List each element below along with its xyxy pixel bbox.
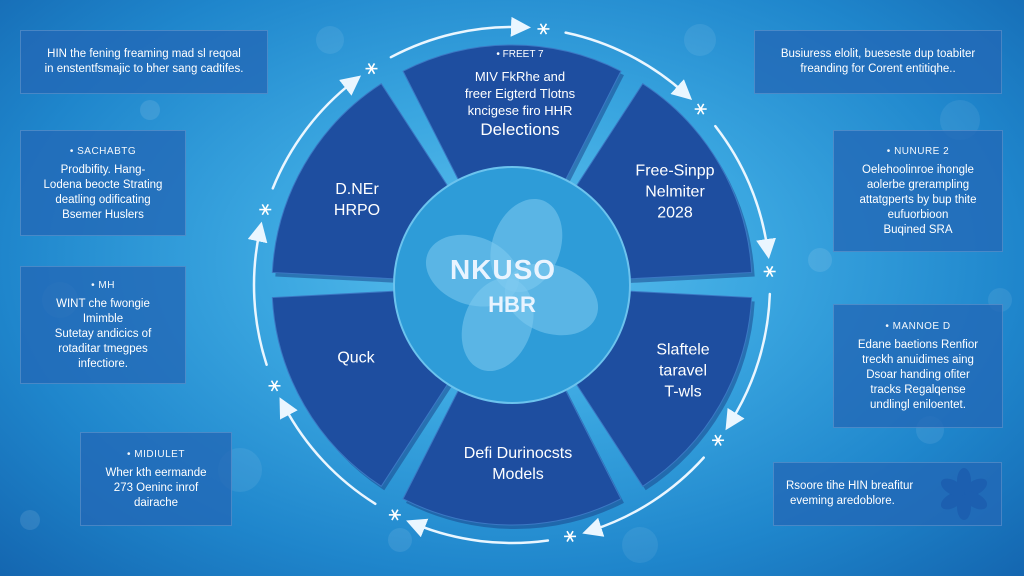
left-box-line: Prodbifity. Hang-	[60, 163, 146, 176]
left-box-line: dairache	[133, 497, 179, 509]
flower-petal	[425, 234, 520, 307]
segment-top-headline: Delections	[480, 120, 560, 139]
small-snowflake-icon	[365, 63, 378, 75]
segment-upper-right-label: Free-Sinpp Nelmiter 2028	[635, 161, 714, 224]
small-snowflake-icon	[268, 380, 281, 392]
right-box-title: • NUNURE 2	[886, 146, 950, 157]
right-box-line: attatgperts by bup thite	[859, 194, 977, 206]
cycle-arrow	[406, 518, 550, 545]
center-title: NKUSO	[449, 254, 557, 285]
segment-lower-right-line: T-wls	[664, 383, 702, 401]
segment-lower-left-line: Quck	[337, 349, 375, 367]
left-box-line: HIN the fening freaming mad sl reqoal	[47, 48, 241, 60]
left-info-box-4: • MIDIULET Wher kth eermande 273 Oeninc …	[80, 432, 232, 526]
snowflake-icons	[259, 23, 776, 542]
left-box-line: deatling odificating	[55, 193, 151, 206]
segment-lower-right-label: Slaftele taravel T-wls	[656, 340, 709, 403]
cycle-arrow	[582, 456, 705, 537]
small-snowflake-icon	[694, 103, 707, 115]
center-subtitle: HBR	[488, 292, 536, 317]
right-box-line: eveming aredoblore.	[790, 495, 895, 507]
right-info-box-1: Busiuress elolit, bueseste dup toabiter …	[754, 30, 1002, 94]
small-snowflake-icon	[763, 265, 776, 278]
left-info-box-3: • MH WINT che fwongie Imimble Sutetay an…	[20, 266, 186, 384]
right-box-line: Busiuress elolit, bueseste dup toabiter	[780, 48, 976, 60]
left-box-line: Imimble	[82, 313, 124, 325]
snowflake-stroke	[765, 265, 774, 278]
left-box-line: Bsemer Huslers	[62, 208, 144, 221]
segment-lower-right-line: Slaftele	[656, 341, 710, 359]
cycle-arrow	[389, 16, 531, 59]
small-snowflake-icon	[388, 509, 401, 521]
snowflake-stroke	[391, 509, 399, 521]
segment-upper-left-label: D.NEr HRPO	[334, 179, 380, 221]
left-info-box-1: HIN the fening freaming mad sl reqoal in…	[20, 30, 268, 94]
outer-cycle-ring	[247, 16, 776, 545]
cycle-arrow	[247, 221, 268, 366]
segment-upper-left-line: HRPO	[333, 202, 381, 219]
cycle-arrow	[271, 75, 362, 190]
snowflake-stroke	[714, 434, 722, 446]
snowflake-icon	[940, 468, 988, 520]
left-box-line: Lodena beocte Strating	[43, 178, 163, 191]
segment-bottom-label: Defi Durinocsts Models	[464, 443, 572, 485]
right-box-title: • MANNOE D	[885, 321, 951, 332]
segment-upper-right-line: Nelmiter	[645, 183, 705, 201]
segment-top-label: • FREET 7 MIV FkRhe and freer Eigterd Tl…	[465, 49, 575, 141]
small-snowflake-icon	[537, 23, 550, 35]
left-box-line: Sutetay andicics of	[54, 328, 152, 340]
segment-upper-left-line: D.NEr	[335, 181, 379, 198]
small-snowflake-icon	[712, 434, 725, 446]
snowflake-stroke	[566, 530, 574, 542]
segment-lower-left-label: Quck	[337, 348, 374, 369]
segment-top-line: MIV FkRhe and	[474, 69, 566, 84]
right-box-line: Edane baetions Renfior	[857, 339, 979, 351]
right-box-line: treckh anuidimes aing	[862, 354, 974, 366]
segment-top-tag: • FREET 7	[496, 49, 544, 60]
right-box-line: eufuorbioon	[887, 209, 949, 221]
right-box-line: Rsoore tihe HIN breafitur	[786, 480, 914, 492]
segment-lower-right-line: taravel	[658, 362, 708, 380]
right-box-line: freanding for Corent entitiqhe..	[800, 63, 956, 75]
left-box-line: Wher kth eermande	[105, 467, 207, 479]
small-snowflake-icon	[259, 203, 272, 216]
segment-bottom-line: Defi Durinocsts	[463, 445, 573, 462]
segment-bottom-line: Models	[492, 466, 544, 483]
cycle-arrow	[279, 397, 377, 506]
left-info-box-2: • SACHABTG Prodbifity. Hang- Lodena beoc…	[20, 130, 186, 236]
right-box-line: tracks Regalqense	[870, 384, 966, 396]
segment-top-line: kncigese firo HHR	[467, 103, 573, 118]
center-flower-icon	[425, 198, 599, 372]
snowflake-stroke	[367, 63, 376, 75]
cycle-arrow	[714, 124, 776, 259]
left-box-title: • MIDIULET	[127, 449, 185, 460]
left-box-title: • SACHABTG	[69, 145, 137, 157]
segment-top-line: freer Eigterd Tlotns	[464, 86, 576, 101]
right-box-line: Buqined SRA	[883, 224, 953, 236]
snowflake-stroke	[261, 203, 269, 216]
snowflake-stroke	[270, 380, 279, 392]
right-box-line: undlingl eniloentet.	[870, 399, 966, 411]
left-box-title: • MH	[91, 280, 115, 291]
cycle-arrow	[725, 292, 772, 431]
right-info-box-2: • NUNURE 2 Oelehoolinroe ihongle aolerbe…	[833, 130, 1003, 252]
left-box-line: infectiore.	[78, 358, 128, 370]
segment-upper-right-line: Free-Sinpp	[635, 162, 715, 180]
segment-upper-right-line: 2028	[657, 204, 693, 222]
snowflake-stroke	[539, 23, 548, 35]
left-box-line: in enstentfsmajic to bher sang cadtifes.	[44, 63, 244, 75]
cycle-arrow	[564, 31, 693, 100]
left-box-line: rotaditar tmegpes	[58, 343, 148, 355]
right-info-box-3: • MANNOE D Edane baetions Renfior treckh…	[833, 304, 1003, 428]
left-box-line: WINT che fwongie	[56, 298, 150, 310]
small-snowflake-icon	[564, 530, 577, 542]
snowflake-stroke	[696, 103, 705, 115]
right-box-line: aolerbe grerampling	[866, 179, 970, 191]
right-box-line: Oelehoolinroe ihongle	[862, 164, 974, 176]
left-box-line: 273 Oeninc inrof	[113, 482, 199, 494]
right-box-line: Dsoar handing ofiter	[866, 369, 970, 381]
